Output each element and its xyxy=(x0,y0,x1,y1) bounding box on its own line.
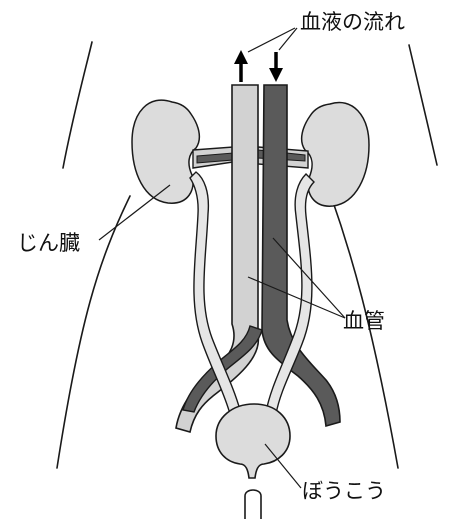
leader-kidney xyxy=(99,185,170,240)
up-arrow-icon xyxy=(234,50,248,82)
bladder-label: ぼうこう xyxy=(302,479,386,503)
kidney-label: じん臓 xyxy=(17,231,80,255)
down-arrow-icon xyxy=(269,52,283,82)
blood-flow-label: 血液の流れ xyxy=(300,10,405,34)
bladder xyxy=(216,404,290,478)
blood-vessel-label: 血管 xyxy=(343,309,385,333)
body-outline-left xyxy=(63,42,92,168)
body-outline-right xyxy=(409,45,437,165)
urethra xyxy=(245,490,261,519)
right-kidney xyxy=(302,102,369,206)
